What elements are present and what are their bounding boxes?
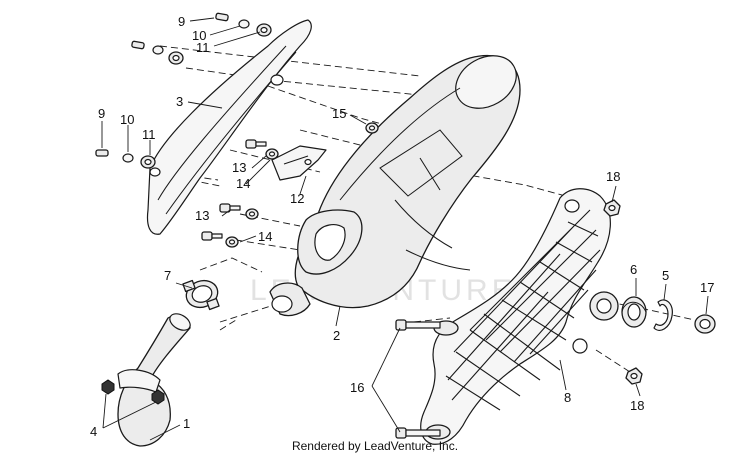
callout-8: 8 xyxy=(564,390,571,405)
muffler-bracket xyxy=(271,145,327,181)
pipe-nuts xyxy=(101,379,165,405)
muffler xyxy=(269,54,521,317)
callout-12: 12 xyxy=(290,191,304,206)
pipe-clamp xyxy=(182,279,220,311)
callout-4: 4 xyxy=(90,424,97,439)
mounting-frame xyxy=(420,188,619,445)
callout-10-upper: 10 xyxy=(192,28,206,43)
seal-cap xyxy=(694,314,716,334)
callout-16: 16 xyxy=(350,380,364,395)
callout-9-upper: 9 xyxy=(178,14,185,29)
callout-13-upper: 13 xyxy=(232,160,246,175)
callout-17: 17 xyxy=(700,280,714,295)
nut-upper xyxy=(603,199,621,217)
spacer xyxy=(365,122,379,134)
callout-11-upper: 11 xyxy=(196,40,210,55)
callout-3: 3 xyxy=(176,94,183,109)
callout-14-upper: 14 xyxy=(236,176,250,191)
callout-5: 5 xyxy=(662,268,669,283)
callout-18-lower: 18 xyxy=(630,398,644,413)
callout-18-upper: 18 xyxy=(606,169,620,184)
callout-15: 15 xyxy=(332,106,346,121)
bearing xyxy=(621,296,647,328)
callout-2: 2 xyxy=(333,328,340,343)
callout-14-lower: 14 xyxy=(258,229,272,244)
hardware-set-upper xyxy=(131,12,272,65)
long-bolt-lower xyxy=(395,427,441,439)
hardware-set-13-14-lower xyxy=(201,203,259,248)
heat-shield xyxy=(146,19,312,235)
render-credit: Rendered by LeadVenture, Inc. xyxy=(291,439,459,453)
hardware-set-left xyxy=(95,149,156,169)
callout-6: 6 xyxy=(630,262,637,277)
callout-11-left: 11 xyxy=(142,127,156,142)
hardware-set-13-14-upper xyxy=(245,139,279,160)
callout-labels: 9 10 11 3 9 10 11 13 14 12 13 14 15 7 2 … xyxy=(90,14,714,439)
callout-9-left: 9 xyxy=(98,106,105,121)
callout-13-lower: 13 xyxy=(195,208,209,223)
callout-10-left: 10 xyxy=(120,112,134,127)
leader-lines xyxy=(101,17,709,441)
exhaust-pipe xyxy=(102,313,191,447)
callout-7: 7 xyxy=(164,268,171,283)
nut-lower xyxy=(625,367,643,385)
callout-1: 1 xyxy=(183,416,190,431)
circlip xyxy=(653,299,673,331)
long-bolt-upper xyxy=(395,319,441,331)
